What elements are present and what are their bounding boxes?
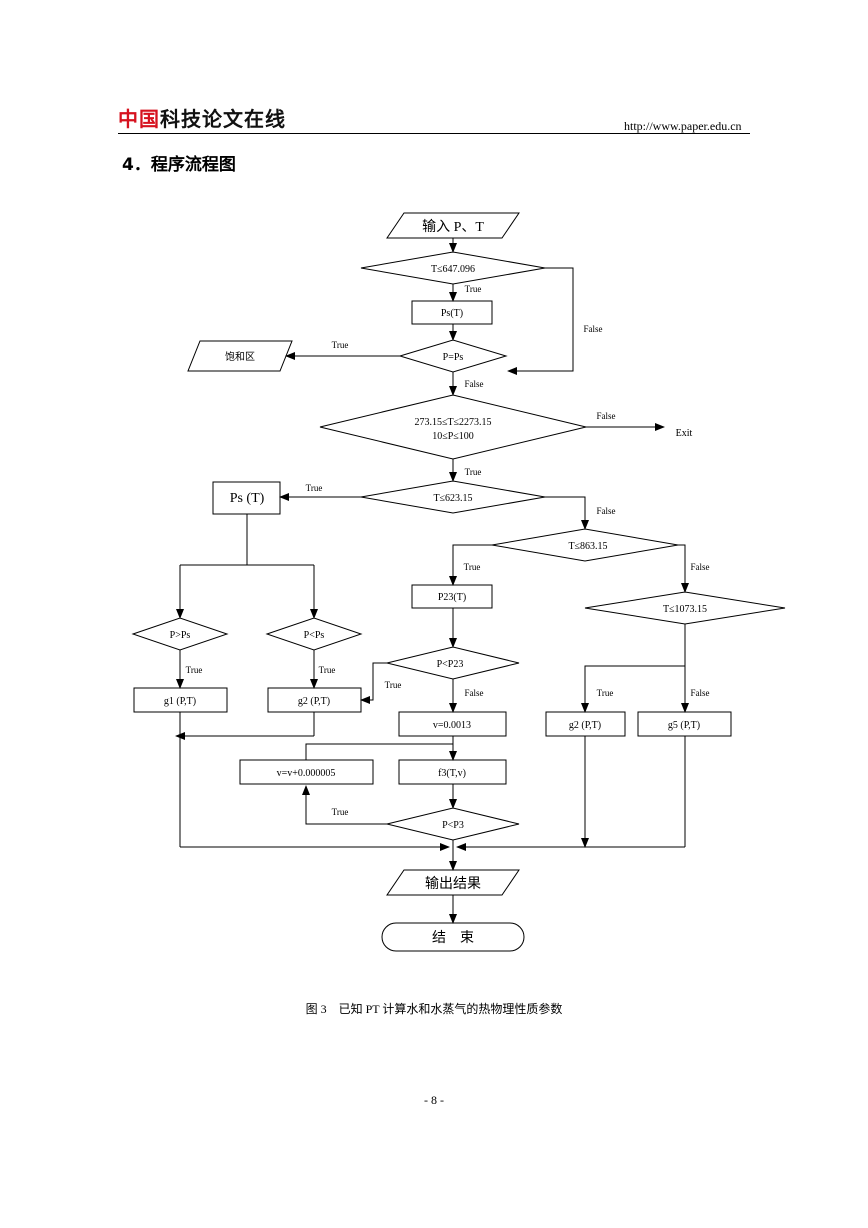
decision-t1073 <box>584 591 786 625</box>
p23-label: P23(T) <box>438 592 466 603</box>
cond-pltps-label: P<Ps <box>304 630 325 641</box>
branch-false-t863: False <box>691 562 710 572</box>
cond-range-line1: 273.15≤T≤2273.15 <box>414 417 491 428</box>
g5-label: g5 (P,T) <box>668 720 700 731</box>
cond-range-line2: 10≤P≤100 <box>432 431 474 442</box>
input-label: 输入 P、T <box>422 219 484 235</box>
cond-t623-label: T≤623.15 <box>433 493 472 504</box>
cond-plt3-label: P<P3 <box>442 820 464 831</box>
header-rule <box>118 133 750 134</box>
branch-false-t647: False <box>584 324 603 334</box>
cond-t1073-label: T≤1073.15 <box>663 604 707 615</box>
header-url[interactable]: http://www.paper.edu.cn <box>624 119 742 133</box>
g2-right-label: g2 (P,T) <box>569 720 601 731</box>
branch-true-t1073: True <box>597 688 614 698</box>
output-node <box>386 869 520 896</box>
v-init-label: v=0.0013 <box>433 720 471 731</box>
decision-plt23 <box>386 646 520 680</box>
g2-left-label: g2 (P,T) <box>298 696 330 707</box>
cond-plt23-label: P<P23 <box>437 659 464 670</box>
exit-label: Exit <box>676 428 693 439</box>
branch-false-t623: False <box>597 506 616 516</box>
branch-true-pltps: True <box>319 665 336 675</box>
decision-pltps <box>265 617 363 651</box>
branch-true-plt3: True <box>332 807 349 817</box>
site-logo: 中国科技论文在线 <box>118 107 286 131</box>
branch-true-range: True <box>465 467 482 477</box>
decision-peqps <box>398 339 508 373</box>
figure-caption: 图 3 已知 PT 计算水和水蒸气的热物理性质参数 <box>305 1002 563 1016</box>
ps-t-large-label: Ps (T) <box>230 491 265 506</box>
branch-false-t1073: False <box>691 688 710 698</box>
input-node <box>386 212 520 239</box>
cond-t647-label: T≤647.096 <box>431 264 475 275</box>
logo-red-text: 中国 <box>118 107 160 131</box>
branch-false-range: False <box>597 411 616 421</box>
f3-label: f3(T,v) <box>438 768 466 779</box>
g1-label: g1 (P,T) <box>164 696 196 707</box>
section-title: 4．程序流程图 <box>122 155 236 175</box>
decision-pgtps <box>131 617 229 651</box>
flowchart: 输入 P、T T≤647.096 Ps(T) P=Ps 饱和区 273.15≤T… <box>131 212 786 952</box>
branch-false-peqps: False <box>465 379 484 389</box>
output-label: 输出结果 <box>425 876 481 892</box>
cond-t863-label: T≤863.15 <box>568 541 607 552</box>
branch-true-peqps: True <box>332 340 349 350</box>
page-number: - 8 - <box>424 1093 444 1107</box>
branch-true-pgtps: True <box>186 665 203 675</box>
flow-connectors <box>175 238 689 924</box>
cond-pgtps-label: P>Ps <box>170 630 191 641</box>
cond-peqps-label: P=Ps <box>443 352 464 363</box>
branch-true-t623: True <box>306 483 323 493</box>
ps-t-small-label: Ps(T) <box>441 308 463 319</box>
branch-true-t863: True <box>464 562 481 572</box>
end-label: 结 束 <box>432 930 474 946</box>
logo-black-text: 科技论文在线 <box>160 107 286 131</box>
branch-true-plt23: True <box>385 680 402 690</box>
v-inc-label: v=v+0.000005 <box>277 768 336 779</box>
branch-true-t647: True <box>465 284 482 294</box>
decision-plt3 <box>386 807 520 841</box>
saturation-node <box>187 340 293 372</box>
branch-false-plt23: False <box>465 688 484 698</box>
saturation-label: 饱和区 <box>225 351 255 363</box>
